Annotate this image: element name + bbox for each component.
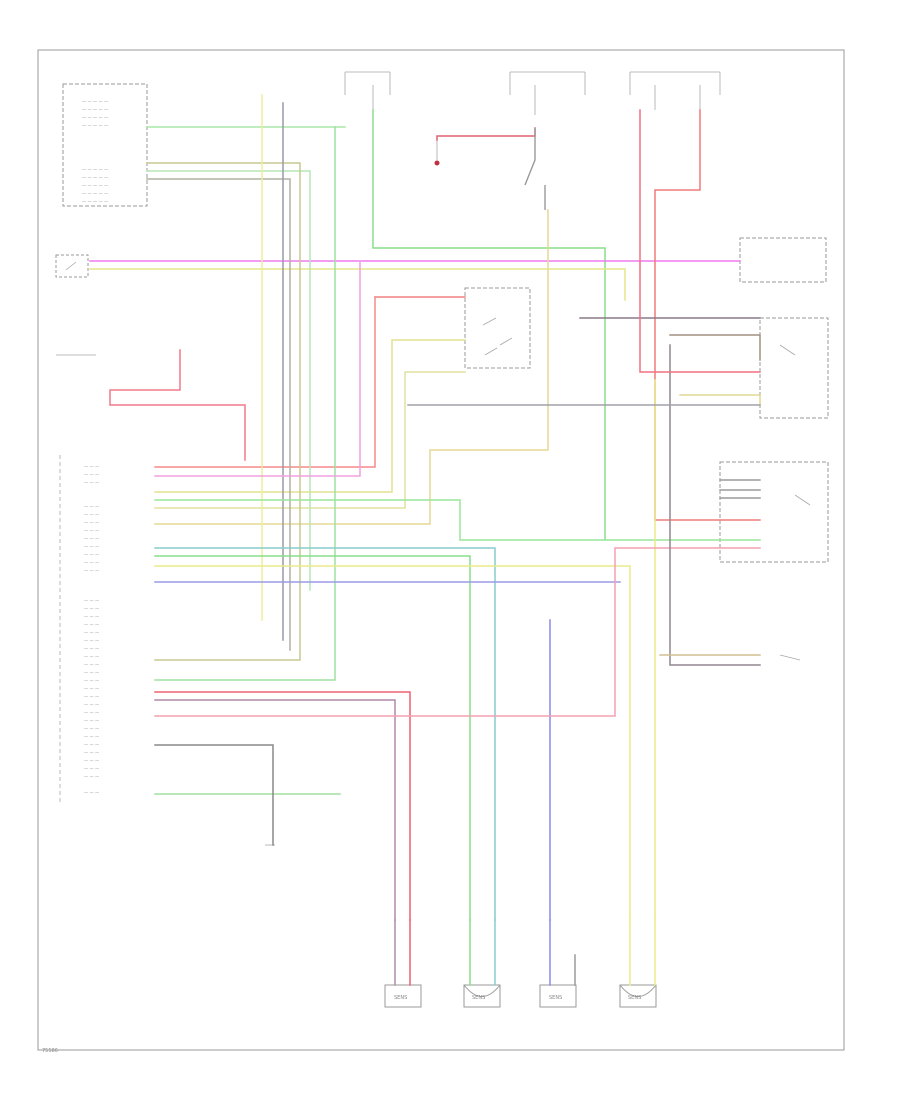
wire-yellow-right	[679, 394, 761, 406]
wire-red-right2	[639, 109, 761, 373]
wire-yellow-c	[154, 209, 549, 525]
connector-top-left: — — — — — — — — — — — — — — — — — — — — — …	[62, 83, 148, 207]
svg-text:— — —: — — —	[84, 504, 99, 509]
svg-text:— — —: — — —	[84, 606, 99, 611]
svg-text:— — —: — — —	[84, 630, 99, 635]
wire-red-left	[154, 296, 376, 468]
svg-text:— — —: — — —	[84, 662, 99, 667]
svg-text:SENS: SENS	[394, 995, 407, 1001]
wire-olive-2	[146, 178, 291, 651]
wire-yellow-a	[154, 339, 466, 493]
wire-olive-1	[146, 162, 301, 661]
wire-red-sensor	[154, 691, 411, 921]
wire-green-row2	[154, 555, 471, 921]
svg-text:— — — — —: — — — — —	[82, 115, 108, 120]
svg-text:— — —: — — —	[84, 670, 99, 675]
wire-green-vert2	[154, 126, 336, 681]
sensor-rr: SENS	[619, 984, 657, 1008]
svg-text:— — —: — — —	[84, 464, 99, 469]
svg-text:— — — — —: — — — — —	[82, 199, 108, 204]
switch-center	[464, 287, 531, 369]
svg-text:— — —: — — —	[84, 560, 99, 565]
svg-text:— — —: — — —	[84, 718, 99, 723]
ground-right	[779, 654, 801, 661]
svg-text:— — — — —: — — — — —	[82, 107, 108, 112]
svg-text:— — —: — — —	[84, 790, 99, 795]
relay-right	[759, 317, 829, 419]
fuse-top-right	[629, 71, 721, 110]
wire-red-right	[654, 109, 761, 521]
wire-red-left2	[109, 349, 246, 461]
svg-text:— — —: — — —	[84, 536, 99, 541]
ground-symbol-top	[434, 140, 440, 166]
svg-text:— — — — —: — — — — —	[82, 175, 108, 180]
wire-pink-sensor	[154, 547, 761, 717]
wire-green-row	[154, 499, 761, 541]
wire-teal-row	[154, 547, 496, 921]
diagram-code: 75586	[42, 1048, 58, 1054]
svg-text:— — — — —: — — — — —	[82, 191, 108, 196]
svg-text:— — —: — — —	[84, 568, 99, 573]
svg-text:— — — — —: — — — — —	[82, 99, 108, 104]
wire-dark-right3	[669, 344, 761, 666]
diagram-border	[37, 49, 845, 1051]
svg-text:— — —: — — —	[84, 742, 99, 747]
sensor-lr: SENS	[463, 984, 501, 1008]
svg-text:— — —: — — —	[84, 758, 99, 763]
sensor-lf: SENS	[384, 984, 422, 1008]
svg-text:— — — — —: — — — — —	[82, 167, 108, 172]
svg-text:— — —: — — —	[84, 472, 99, 477]
svg-text:— — —: — — —	[84, 766, 99, 771]
svg-text:SENS: SENS	[628, 995, 641, 1001]
wire-purple-sensor	[154, 699, 396, 921]
svg-text:— — —: — — —	[84, 750, 99, 755]
svg-text:— — — — —: — — — — —	[82, 123, 108, 128]
svg-text:— — —: — — —	[84, 480, 99, 485]
wire-yellow-long	[89, 268, 626, 301]
svg-text:— — —: — — —	[84, 552, 99, 557]
fuse-top-center	[509, 71, 586, 115]
svg-text:— — —: — — —	[84, 678, 99, 683]
svg-text:— — — — —: — — — — —	[82, 183, 108, 188]
svg-text:— — —: — — —	[84, 528, 99, 533]
svg-text:— — —: — — —	[84, 622, 99, 627]
wire-red-brake	[436, 127, 536, 141]
wire-gray-right2	[719, 479, 761, 499]
svg-text:— — —: — — —	[84, 710, 99, 715]
svg-text:— — —: — — —	[84, 520, 99, 525]
svg-text:— — —: — — —	[84, 614, 99, 619]
svg-text:— — —: — — —	[84, 654, 99, 659]
wire-green-1	[372, 109, 606, 541]
sensor-rf: SENS	[539, 984, 577, 1008]
svg-text:— — —: — — —	[84, 694, 99, 699]
svg-text:— — —: — — —	[84, 638, 99, 643]
switch-left-small	[55, 254, 89, 278]
fuse-top-left	[344, 71, 391, 110]
wire-green-top2	[146, 170, 311, 591]
svg-text:— — —: — — —	[84, 774, 99, 779]
svg-text:— — —: — — —	[84, 512, 99, 517]
svg-text:— — —: — — —	[84, 702, 99, 707]
svg-text:— — —: — — —	[84, 646, 99, 651]
wire-gray-low	[154, 744, 274, 846]
wire-magenta-2	[154, 260, 361, 477]
wire-yellow-row	[154, 565, 631, 921]
wire-yellow-b	[154, 371, 466, 509]
svg-text:— — —: — — —	[84, 726, 99, 731]
svg-text:— — —: — — —	[84, 598, 99, 603]
svg-text:SENS: SENS	[472, 995, 485, 1001]
svg-text:— — —: — — —	[84, 544, 99, 549]
wire-dark-right2	[669, 334, 761, 361]
svg-text:SENS: SENS	[549, 995, 562, 1001]
wire-gray-switch	[524, 128, 546, 210]
module-pin-column: — — — — — — — — — — — — — — — — — — — — — — —…	[84, 464, 99, 795]
svg-text:— — —: — — —	[84, 686, 99, 691]
lamp-right	[739, 237, 827, 283]
rear-relay	[719, 461, 829, 563]
svg-text:— — —: — — —	[84, 734, 99, 739]
